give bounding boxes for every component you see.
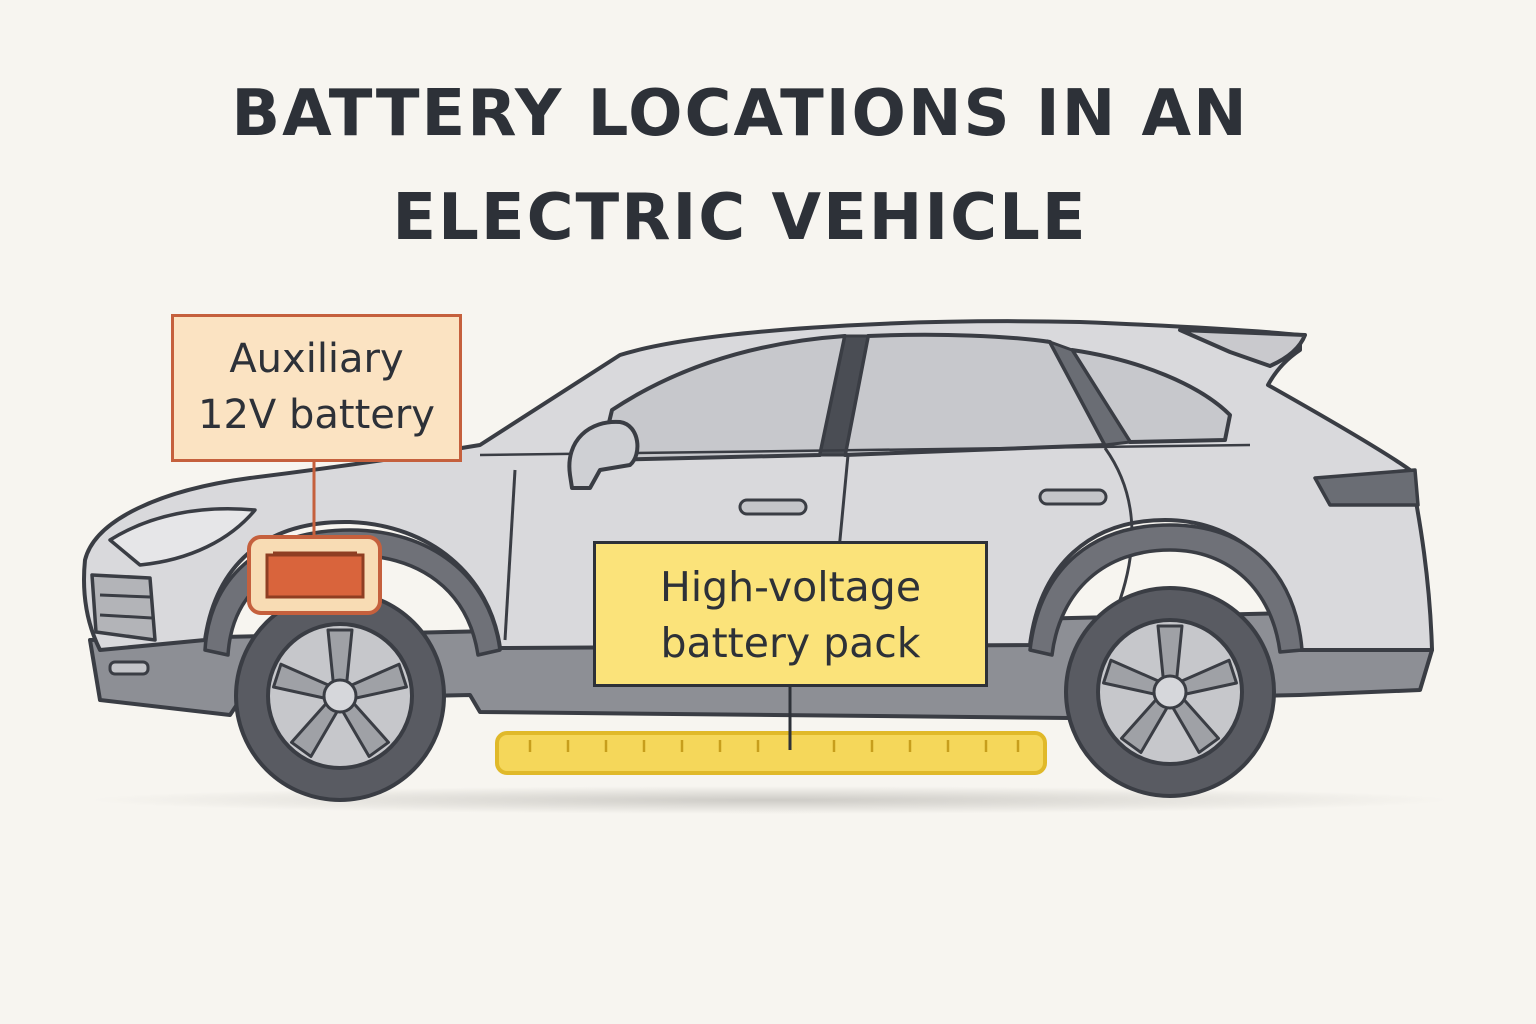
front-wheel bbox=[234, 590, 446, 802]
rear-door-line bbox=[1103, 447, 1134, 601]
title-line-2: ELECTRIC VEHICLE bbox=[392, 181, 1088, 255]
high-voltage-battery-label: High-voltage battery pack bbox=[593, 541, 988, 687]
fog-light bbox=[108, 660, 150, 676]
high-voltage-battery-pack bbox=[495, 731, 1047, 775]
hv-label-line-2: battery pack bbox=[660, 619, 921, 667]
ground-shadow bbox=[90, 786, 1450, 814]
headlight bbox=[108, 507, 257, 567]
front-door-handle bbox=[738, 498, 808, 516]
grille-slat-2 bbox=[99, 613, 153, 620]
diagram-title: BATTERY LOCATIONS IN AN ELECTRIC VEHICLE bbox=[0, 62, 1480, 270]
c-pillar bbox=[1046, 339, 1133, 447]
quarter-window bbox=[1070, 348, 1232, 444]
auxiliary-battery-label: Auxiliary 12V battery bbox=[171, 314, 462, 462]
rear-wheel-arch bbox=[1028, 523, 1304, 657]
hv-label-line-1: High-voltage bbox=[659, 563, 922, 611]
rear-wheel bbox=[1064, 586, 1276, 798]
aux-label-line-2: 12V battery bbox=[198, 392, 435, 438]
b-pillar bbox=[818, 334, 870, 457]
rear-door-handle bbox=[1038, 488, 1108, 506]
rear-spoiler bbox=[1178, 328, 1307, 368]
auxiliary-12v-battery bbox=[247, 535, 382, 615]
side-mirror bbox=[567, 419, 640, 490]
title-line-1: BATTERY LOCATIONS IN AN bbox=[231, 77, 1249, 151]
front-grille bbox=[90, 573, 157, 642]
tail-light bbox=[1313, 468, 1420, 507]
grille-slat-1 bbox=[99, 593, 151, 599]
aux-label-line-1: Auxiliary bbox=[229, 336, 404, 382]
front-door-line bbox=[503, 469, 517, 641]
